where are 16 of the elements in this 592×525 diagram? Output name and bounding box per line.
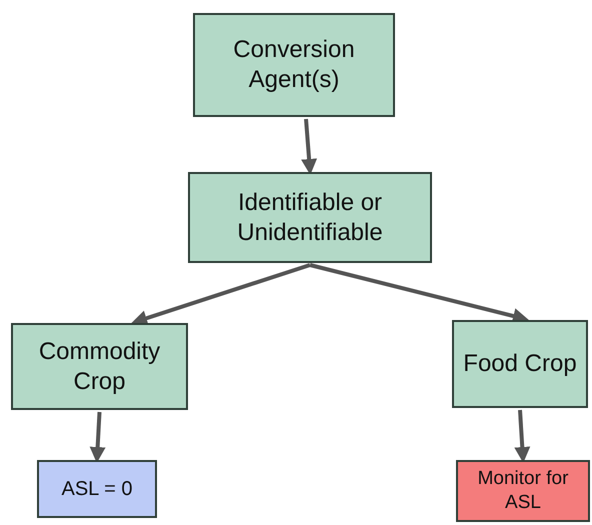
box-label: ASL = 0 [60,476,134,502]
process-box [188,172,432,263]
arrow [301,118,318,175]
box-label: Commodity Crop [38,336,162,396]
box-label: Monitor for ASL [476,467,570,515]
arrow [90,412,106,463]
box-label: Identifiable or Unidentifiable [236,188,384,248]
arrow [131,263,311,326]
process-box [11,323,188,410]
process-box [37,460,157,518]
box-label: Conversion Agent(s) [232,35,356,95]
process-box [456,460,590,522]
box-label: Food Crop [462,349,578,379]
process-box [193,13,395,117]
arrow [514,410,530,463]
process-box [452,320,588,408]
